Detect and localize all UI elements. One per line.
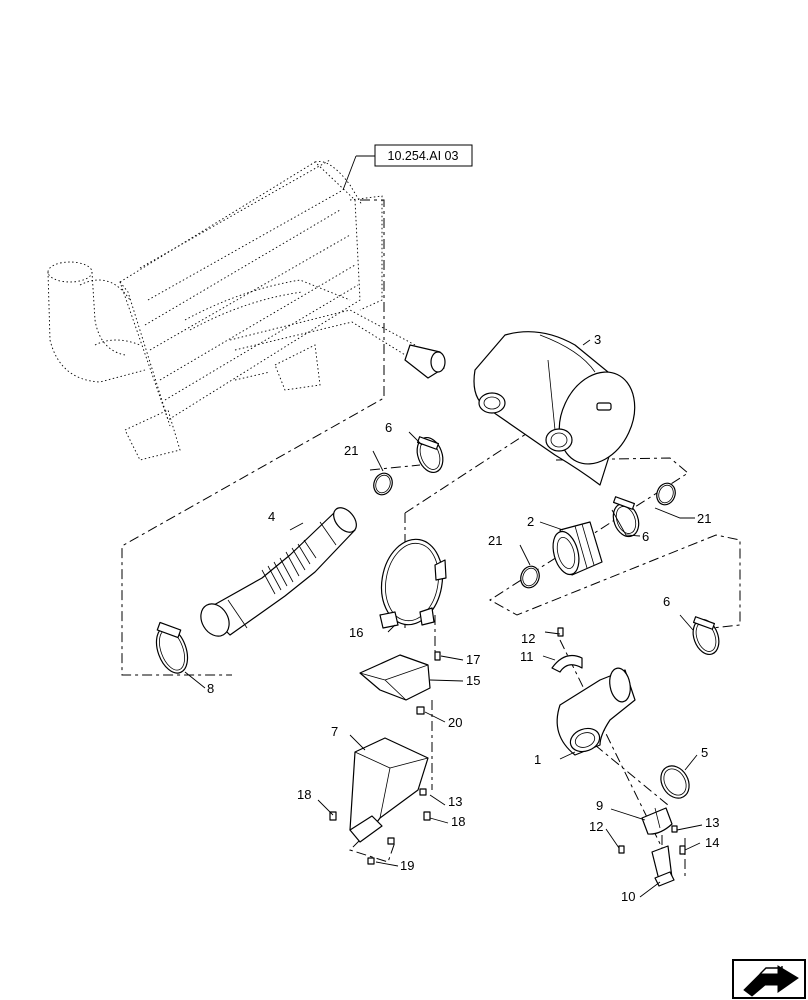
elbow-1 xyxy=(556,667,636,756)
callout-14: 14 xyxy=(705,835,719,850)
callout-4: 4 xyxy=(268,509,275,524)
clamp-8 xyxy=(155,621,189,674)
half-clamp-11 xyxy=(551,655,583,673)
callout-21-right: 21 xyxy=(697,511,711,526)
bolt-12-top xyxy=(557,627,564,637)
callout-21-mid: 21 xyxy=(488,533,502,548)
callouts: 3 4 2 21 6 6 6 21 21 8 16 17 15 20 7 13 … xyxy=(207,332,719,904)
bolt-18-right xyxy=(423,811,431,821)
air-cleaner-housing xyxy=(473,331,636,486)
callout-3: 3 xyxy=(594,332,601,347)
callout-1: 1 xyxy=(534,752,541,767)
bracket-15 xyxy=(359,654,431,701)
callout-13-left: 13 xyxy=(448,794,462,809)
o-ring-21-mid xyxy=(520,565,540,589)
callout-6-top: 6 xyxy=(385,420,392,435)
next-page-arrow-icon[interactable] xyxy=(732,959,806,999)
callout-13-right: 13 xyxy=(705,815,719,830)
bolt-18-left xyxy=(329,811,337,821)
callout-19: 19 xyxy=(400,858,414,873)
nut-19 xyxy=(367,837,395,865)
callout-8: 8 xyxy=(207,681,214,696)
nut-20 xyxy=(416,706,425,715)
callout-6-right: 6 xyxy=(642,529,649,544)
coupling-2 xyxy=(552,521,603,576)
bolt-14 xyxy=(679,845,686,855)
callout-11: 11 xyxy=(520,649,534,664)
clamp-6-top xyxy=(416,436,444,474)
callout-21-left: 21 xyxy=(344,443,358,458)
clamp-5 xyxy=(660,765,690,799)
flexible-hose xyxy=(200,507,357,637)
callout-17: 17 xyxy=(466,652,480,667)
bracket-10 xyxy=(651,845,675,887)
callout-16: 16 xyxy=(349,625,363,640)
leader-lines xyxy=(184,339,703,898)
callout-9: 9 xyxy=(596,798,603,813)
o-ring-21-right xyxy=(656,482,676,506)
clamp-half-9 xyxy=(641,807,673,835)
bolt-17 xyxy=(434,651,441,661)
ring-bracket-16 xyxy=(379,538,447,629)
reference-label: 10.254.AI 03 xyxy=(388,149,459,163)
nut-13-a xyxy=(419,788,427,796)
callout-5: 5 xyxy=(701,745,708,760)
callout-2: 2 xyxy=(527,514,534,529)
callout-15: 15 xyxy=(466,673,480,688)
callout-12-lower: 12 xyxy=(589,819,603,834)
bolt-12-lower xyxy=(618,845,625,854)
clamp-6-right xyxy=(612,496,640,538)
clamp-6-lower xyxy=(692,616,720,656)
callout-20: 20 xyxy=(448,715,462,730)
callout-18-left: 18 xyxy=(297,787,311,802)
nut-13-b xyxy=(671,825,678,833)
support-bracket-7 xyxy=(349,737,429,843)
o-ring-21-left xyxy=(373,472,393,496)
callout-7: 7 xyxy=(331,724,338,739)
reference-link[interactable]: 10.254.AI 03 xyxy=(342,144,473,191)
callout-18-right: 18 xyxy=(451,814,465,829)
callout-10: 10 xyxy=(621,889,635,904)
callout-6-lower: 6 xyxy=(663,594,670,609)
engine-assembly xyxy=(47,159,446,461)
callout-12-top: 12 xyxy=(521,631,535,646)
